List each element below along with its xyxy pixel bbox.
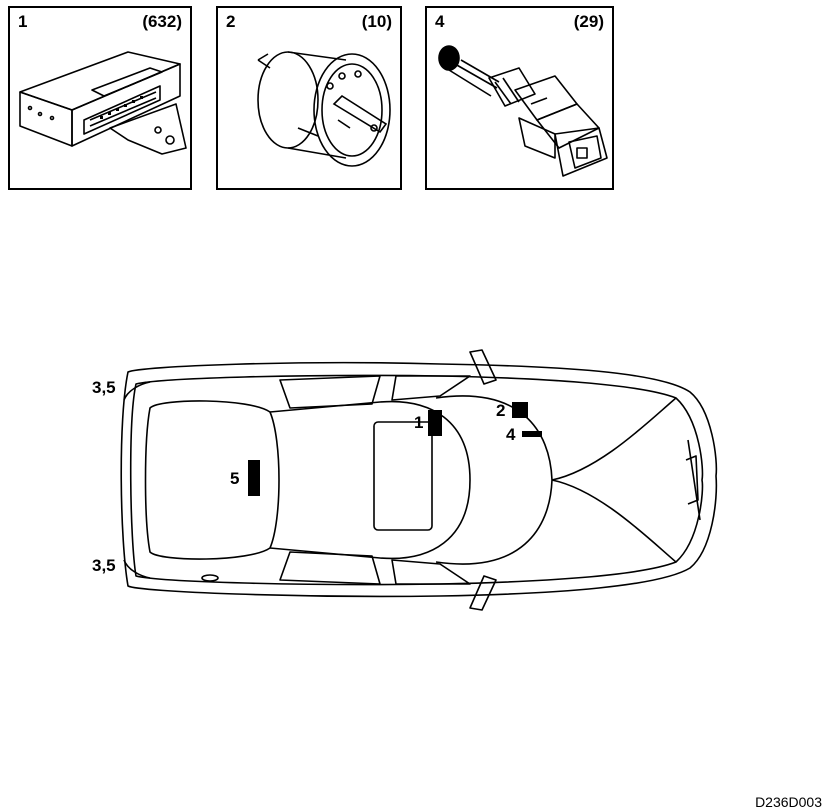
- part-panel-1: 1 (632): [8, 6, 192, 190]
- plunger-switch-icon: [438, 45, 608, 177]
- panel-quantity: (632): [142, 12, 182, 31]
- panel-number: 1: [18, 12, 28, 31]
- callout-rear-left: 3,5: [92, 378, 116, 397]
- callout-rear-right: 3,5: [92, 556, 116, 575]
- control-unit-icon: [19, 51, 187, 155]
- callout-item-2: 2: [496, 401, 506, 420]
- callout-item-5: 5: [230, 469, 240, 488]
- rotary-switch-icon: [257, 51, 391, 167]
- panel-number: 2: [226, 12, 236, 31]
- part-panel-2: 2 (10): [216, 6, 402, 190]
- panel-quantity: (29): [573, 12, 604, 31]
- marker-item-5: [248, 460, 260, 496]
- marker-item-4: [522, 431, 542, 437]
- marker-item-1: [428, 410, 442, 436]
- panel-number: 4: [435, 12, 445, 31]
- drawing-code: D236D003: [755, 794, 822, 810]
- callout-item-1: 1: [414, 413, 424, 432]
- callout-item-4: 4: [506, 425, 516, 444]
- part-panel-4: 4 (29): [425, 6, 614, 190]
- marker-item-2: [512, 402, 528, 418]
- panel-quantity: (10): [361, 12, 392, 31]
